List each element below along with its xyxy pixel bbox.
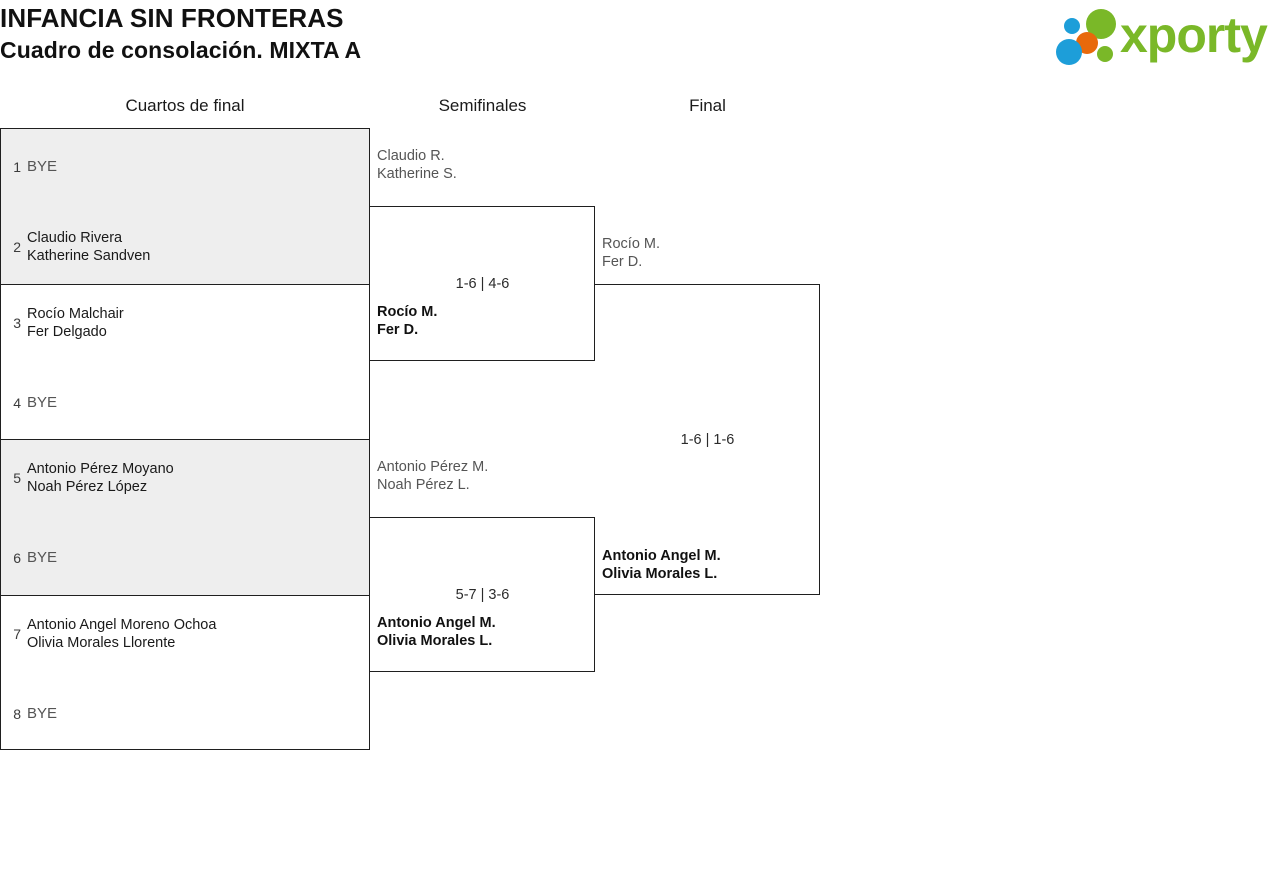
team-player-1: BYE (27, 158, 58, 175)
seed-number: 7 (13, 625, 21, 642)
team-player-1: BYE (27, 393, 58, 411)
logo-wordmark: xporty (1120, 7, 1268, 63)
bracket-slot[interactable]: 7 Antonio Angel Moreno Ochoa Olivia Mora… (1, 604, 371, 664)
quarterfinal-match-4[interactable]: 7 Antonio Angel Moreno Ochoa Olivia Mora… (0, 594, 371, 750)
team-names: BYE (27, 549, 57, 567)
team-player-1: Claudio R. (377, 147, 445, 164)
logo-dot-blue-large-icon (1056, 39, 1082, 65)
final-score: 1-6 | 1-6 (680, 432, 735, 448)
team-player-2: Katherine Sandven (27, 248, 151, 264)
team-names: Antonio Pérez Moyano Noah Pérez López (27, 460, 174, 496)
team-player-1: Antonio Angel M. (602, 547, 721, 564)
round-header-row: Cuartos de final Semifinales Final (0, 94, 900, 122)
bracket-slot[interactable]: 1 BYE (1, 137, 371, 197)
team-names: BYE (27, 705, 57, 723)
page-title: INFANCIA SIN FRONTERAS Cuadro de consola… (0, 2, 361, 66)
team-player-1: Antonio Pérez Moyano (27, 461, 174, 477)
logo-dots-icon (1054, 8, 1120, 66)
team-player-1: Antonio Angel M. (377, 614, 496, 631)
semifinal-match-1[interactable]: Claudio R. Katherine S. 1-6 | 4-6 Rocío … (370, 148, 595, 361)
team-player-1: Antonio Pérez M. (377, 458, 489, 475)
xporty-logo[interactable]: xporty (1046, 6, 1274, 68)
logo-dot-green-small-icon (1097, 46, 1113, 62)
team-names: Rocío Malchair Fer Delgado (27, 305, 124, 341)
team-names: Antonio Angel Moreno Ochoa Olivia Morale… (27, 616, 216, 652)
team-player-1: Claudio Rivera (27, 230, 123, 246)
seed-number: 2 (13, 239, 21, 255)
seed-number: 1 (13, 159, 21, 175)
quarterfinal-match-2[interactable]: 3 Rocío Malchair Fer Delgado 4 BYE (0, 283, 371, 439)
tournament-bracket: 1 BYE 2 Claudio Rivera Katherine Sandven… (0, 128, 900, 758)
team-player-2: Noah Pérez L. (377, 476, 470, 493)
seed-number: 3 (13, 314, 21, 331)
semifinal-1-score: 1-6 | 4-6 (455, 276, 510, 293)
bracket-slot[interactable]: 2 Claudio Rivera Katherine Sandven (1, 217, 371, 277)
semifinal-2-loser-team: Antonio Pérez M. Noah Pérez L. (377, 458, 595, 494)
semifinal-2-winner-team: Antonio Angel M. Olivia Morales L. (377, 614, 595, 650)
bracket-slot[interactable]: 3 Rocío Malchair Fer Delgado (1, 293, 371, 353)
bracket-slot[interactable]: 6 BYE (1, 528, 371, 588)
quarterfinals-column: 1 BYE 2 Claudio Rivera Katherine Sandven… (0, 128, 370, 750)
page-header: INFANCIA SIN FRONTERAS Cuadro de consola… (0, 0, 1280, 72)
round-header-final: Final (689, 96, 726, 115)
team-names: BYE (27, 394, 57, 412)
team-player-2: Fer Delgado (27, 323, 107, 340)
seed-number: 8 (13, 705, 21, 722)
bracket-slot[interactable]: 4 BYE (1, 373, 371, 433)
team-player-2: Fer D. (377, 321, 419, 338)
quarterfinal-match-3[interactable]: 5 Antonio Pérez Moyano Noah Pérez López … (0, 439, 370, 595)
team-player-2: Fer D. (602, 253, 643, 270)
round-header-quarterfinals: Cuartos de final (125, 96, 245, 115)
quarterfinal-match-1[interactable]: 1 BYE 2 Claudio Rivera Katherine Sandven (0, 128, 370, 284)
team-player-2: Katherine S. (377, 165, 457, 182)
seed-number: 4 (13, 394, 21, 411)
semifinal-1-winner-team: Rocío M. Fer D. (377, 303, 595, 339)
team-player-2: Olivia Morales Llorente (27, 634, 176, 651)
final-column: Rocío M. Fer D. 1-6 | 1-6 Antonio Angel … (595, 128, 820, 750)
seed-number: 6 (13, 550, 21, 566)
tournament-name: INFANCIA SIN FRONTERAS (0, 3, 344, 33)
semifinal-2-score: 5-7 | 3-6 (455, 587, 510, 604)
team-names: Claudio Rivera Katherine Sandven (27, 229, 150, 265)
seed-number: 5 (13, 470, 21, 486)
round-header-semifinals: Semifinales (438, 96, 527, 115)
team-player-1: Rocío M. (602, 235, 661, 252)
bracket-subtitle: Cuadro de consolación. MIXTA A (0, 37, 362, 63)
bracket-slot[interactable]: 5 Antonio Pérez Moyano Noah Pérez López (1, 448, 371, 508)
team-player-2: Olivia Morales L. (377, 632, 493, 649)
logo-dot-blue-small-icon (1064, 18, 1080, 34)
team-player-1: Rocío Malchair (27, 305, 124, 322)
team-names: BYE (27, 158, 57, 176)
semifinal-1-loser-team: Claudio R. Katherine S. (377, 147, 595, 183)
final-match[interactable]: Rocío M. Fer D. 1-6 | 1-6 Antonio Angel … (595, 236, 820, 595)
final-winner-team: Antonio Angel M. Olivia Morales L. (602, 547, 820, 583)
semifinals-column: Claudio R. Katherine S. 1-6 | 4-6 Rocío … (370, 128, 595, 750)
team-player-1: Rocío M. (377, 303, 438, 320)
semifinal-match-2[interactable]: Antonio Pérez M. Noah Pérez L. 5-7 | 3-6… (370, 459, 595, 672)
team-player-1: Antonio Angel Moreno Ochoa (27, 616, 217, 633)
team-player-2: Olivia Morales L. (602, 565, 718, 582)
team-player-1: BYE (27, 549, 58, 566)
team-player-2: Noah Pérez López (27, 479, 148, 495)
final-loser-team: Rocío M. Fer D. (602, 235, 820, 271)
bracket-slot[interactable]: 8 BYE (1, 684, 371, 744)
team-player-1: BYE (27, 704, 58, 722)
